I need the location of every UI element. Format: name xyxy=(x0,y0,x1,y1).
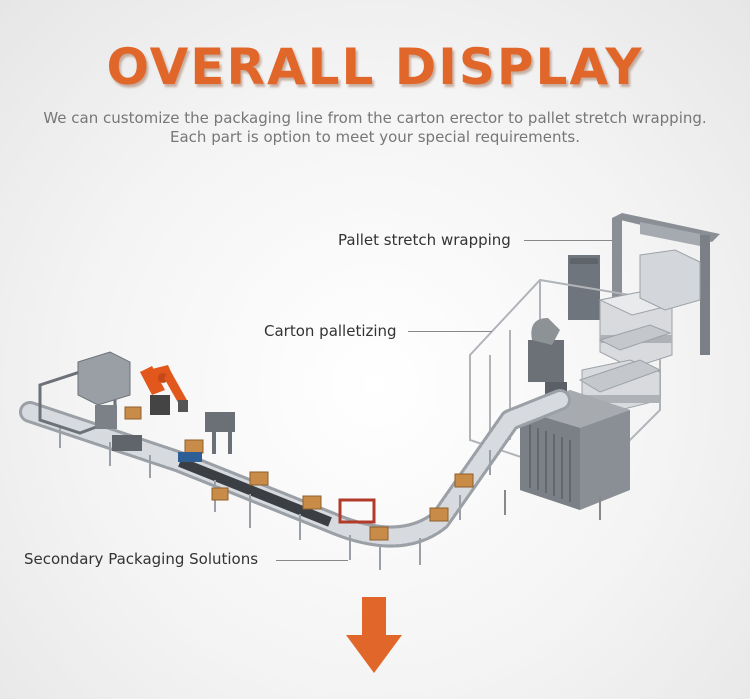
leader-line-palletizing xyxy=(408,331,492,332)
page-title: OVERALL DISPLAY xyxy=(106,38,644,96)
callout-palletizing: Carton palletizing xyxy=(264,322,397,340)
packing-robot xyxy=(140,365,188,415)
palletizing-robot xyxy=(528,318,567,396)
leader-line-secondary-packaging xyxy=(276,560,348,561)
stretch-wrapper-machine xyxy=(568,213,720,355)
arrow-down-icon xyxy=(346,597,402,673)
callout-secondary-packaging: Secondary Packaging Solutions xyxy=(24,550,259,568)
leader-line-stretch-wrapping xyxy=(524,240,612,241)
pallet-conveyor xyxy=(578,324,672,393)
carton-erector xyxy=(38,351,376,524)
subtitle-line-2: Each part is option to meet your special… xyxy=(170,128,580,146)
subtitle-line-1: We can customize the packaging line from… xyxy=(43,109,707,127)
callout-stretch-wrapping: Pallet stretch wrapping xyxy=(338,231,511,249)
cartons xyxy=(124,406,474,541)
